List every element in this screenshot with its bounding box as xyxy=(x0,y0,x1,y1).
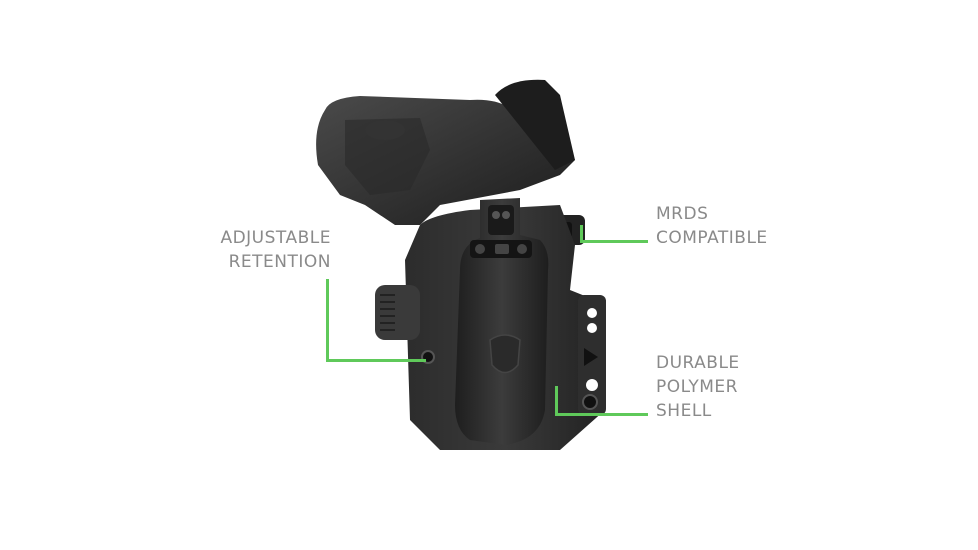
callout-line-shell-horizontal xyxy=(555,413,648,416)
callout-text: SHELL xyxy=(656,401,712,421)
callout-adjustable-retention: ADJUSTABLE RETENTION xyxy=(200,226,331,274)
pistol xyxy=(316,79,585,245)
callout-line-retention-vertical xyxy=(326,279,329,362)
callout-line-shell-vertical xyxy=(555,386,558,416)
callout-text: RETENTION xyxy=(228,252,331,272)
callout-line-mrds-horizontal xyxy=(580,240,648,243)
callout-text: DURABLE xyxy=(656,353,740,373)
callout-mrds-compatible: MRDS COMPATIBLE xyxy=(656,202,768,250)
callout-text: COMPATIBLE xyxy=(656,228,768,248)
callout-line-mrds-vertical xyxy=(580,225,583,243)
callout-text: POLYMER xyxy=(656,377,738,397)
callout-text: MRDS xyxy=(656,204,709,224)
callout-line-retention-horizontal xyxy=(326,359,426,362)
callout-text: ADJUSTABLE xyxy=(220,228,331,248)
callout-durable-polymer-shell: DURABLE POLYMER SHELL xyxy=(656,351,740,423)
